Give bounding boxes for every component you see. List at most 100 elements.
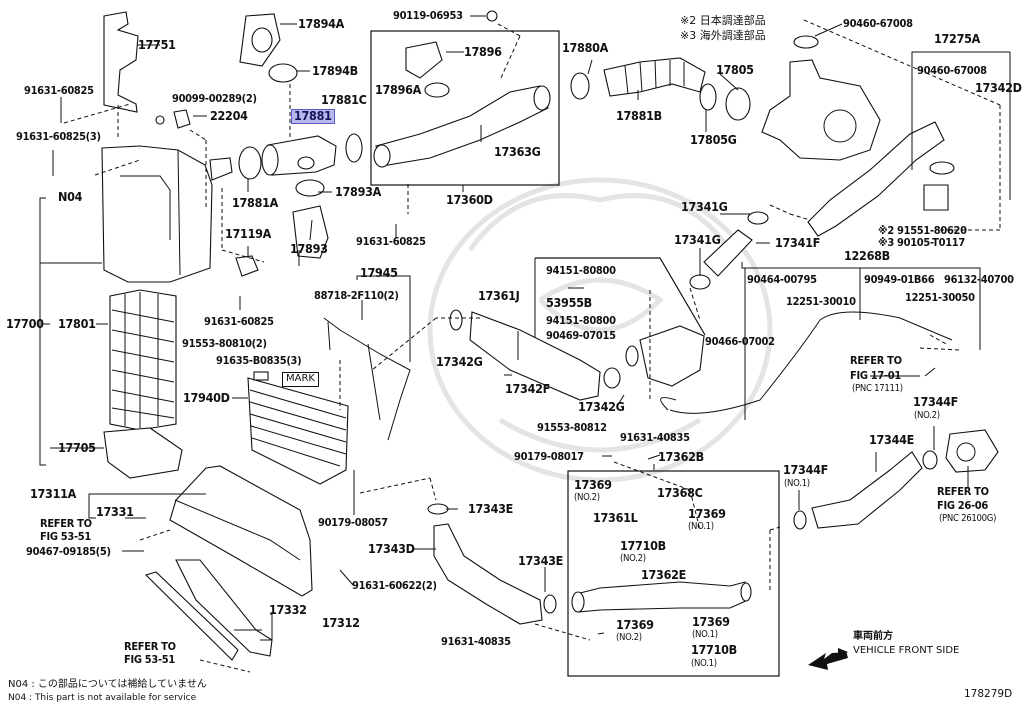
- label-17369-d[interactable]: 17369: [692, 614, 730, 629]
- label-17311A[interactable]: 17311A: [30, 486, 77, 501]
- label-17893[interactable]: 17893: [290, 241, 328, 256]
- label-90467-09185[interactable]: 90467-09185(5): [26, 545, 111, 558]
- label-17361J[interactable]: 17361J: [478, 288, 520, 303]
- label-17710B-a-sub: (NO.2): [620, 553, 646, 564]
- label-17331[interactable]: 17331: [96, 504, 134, 519]
- label-96132-40700[interactable]: 96132-40700: [944, 273, 1014, 286]
- label-22204[interactable]: 22204: [210, 108, 248, 123]
- ref-fig-17-01-line2[interactable]: FIG 17-01: [850, 369, 901, 382]
- label-17341G-b[interactable]: 17341G: [674, 232, 721, 247]
- label-17312[interactable]: 17312: [322, 615, 360, 630]
- label-12251-30050[interactable]: 12251-30050: [905, 291, 975, 304]
- label-91635-B0835[interactable]: 91635-B0835(3): [216, 354, 302, 367]
- ref-fig-53-51-b-line2[interactable]: FIG 53-51: [124, 653, 175, 666]
- label-17361L[interactable]: 17361L: [593, 510, 638, 525]
- label-91631-60622[interactable]: 91631-60622(2): [352, 579, 437, 592]
- label-17893A[interactable]: 17893A: [335, 184, 382, 199]
- label-90460-67008-b[interactable]: 90460-67008: [917, 64, 987, 77]
- ref-fig-26-06-line1[interactable]: REFER TO: [937, 485, 989, 498]
- label-88718-2F110[interactable]: 88718-2F110(2): [314, 289, 399, 302]
- label-94151-80800-b[interactable]: 94151-80800: [546, 314, 616, 327]
- label-17360D[interactable]: 17360D: [446, 192, 493, 207]
- label-17805G[interactable]: 17805G: [690, 132, 737, 147]
- label-17894A[interactable]: 17894A: [298, 16, 345, 31]
- label-17344F-a[interactable]: 17344F: [783, 462, 829, 477]
- label-91631-40835-a[interactable]: 91631-40835: [620, 431, 690, 444]
- label-90469-07015[interactable]: 90469-07015: [546, 329, 616, 342]
- part-17805G-clamp: [699, 83, 717, 111]
- label-17119A[interactable]: 17119A: [225, 226, 272, 241]
- label-17710B-b[interactable]: 17710B: [691, 642, 737, 657]
- label-17945[interactable]: 17945: [360, 265, 398, 280]
- label-17896A[interactable]: 17896A: [375, 82, 422, 97]
- label-17343E-b[interactable]: 17343E: [518, 553, 564, 568]
- label-90179-08017[interactable]: 90179-08017: [514, 450, 584, 463]
- ref-fig-26-06-line3[interactable]: (PNC 26100G): [939, 513, 997, 524]
- label-17896[interactable]: 17896: [464, 44, 502, 59]
- part-17801-air-filter: [109, 289, 177, 431]
- label-17894B[interactable]: 17894B: [312, 63, 358, 78]
- label-17940D[interactable]: 17940D: [183, 390, 230, 405]
- label-90099-00289[interactable]: 90099-00289(2): [172, 92, 257, 105]
- label-17332[interactable]: 17332: [269, 602, 307, 617]
- label-17700[interactable]: 17700: [6, 316, 44, 331]
- label-91631-60825-c[interactable]: 91631-60825: [204, 315, 274, 328]
- label-90119-06953[interactable]: 90119-06953: [393, 9, 463, 22]
- label-91631-60825-a[interactable]: 91631-60825: [24, 84, 94, 97]
- label-17342D[interactable]: 17342D: [975, 80, 1022, 95]
- label-17369-c[interactable]: 17369: [616, 617, 654, 632]
- label-53955B[interactable]: 53955B: [546, 295, 592, 310]
- ref-fig-17-01-line3[interactable]: (PNC 17111): [852, 383, 903, 394]
- label-17805[interactable]: 17805: [716, 62, 754, 77]
- label-17343E-a[interactable]: 17343E: [468, 501, 514, 516]
- label-90105-T0117[interactable]: ※3 90105-T0117: [878, 236, 965, 249]
- label-17881A[interactable]: 17881A: [232, 195, 279, 210]
- label-17368C[interactable]: 17368C: [657, 485, 703, 500]
- label-17362B[interactable]: 17362B: [658, 449, 704, 464]
- label-91553-80812[interactable]: 91553-80812: [537, 421, 607, 434]
- label-91631-60825-b[interactable]: 91631-60825: [356, 235, 426, 248]
- label-17342F[interactable]: 17342F: [505, 381, 551, 396]
- label-90949-01B66[interactable]: 90949-01B66: [864, 273, 935, 286]
- label-17881C[interactable]: 17881C: [321, 92, 367, 107]
- label-12251-30010[interactable]: 12251-30010: [786, 295, 856, 308]
- label-90464-00795[interactable]: 90464-00795: [747, 273, 817, 286]
- label-12268B[interactable]: 12268B: [844, 248, 890, 263]
- label-17710B-a[interactable]: 17710B: [620, 538, 666, 553]
- label-17344F-b[interactable]: 17344F: [913, 394, 959, 409]
- label-91631-60825-3[interactable]: 91631-60825(3): [16, 130, 101, 143]
- ref-fig-53-51-b-line1[interactable]: REFER TO: [124, 640, 176, 653]
- label-91631-40835-b[interactable]: 91631-40835: [441, 635, 511, 648]
- label-17342G-a[interactable]: 17342G: [436, 354, 483, 369]
- label-91553-80810[interactable]: 91553-80810(2): [182, 337, 267, 350]
- ref-fig-26-06-line2[interactable]: FIG 26-06: [937, 499, 988, 512]
- label-17344F-b-sub: (NO.2): [914, 410, 940, 421]
- label-90179-08057[interactable]: 90179-08057: [318, 516, 388, 529]
- label-17343D[interactable]: 17343D: [368, 541, 415, 556]
- label-17369-a[interactable]: 17369: [574, 477, 612, 492]
- label-94151-80800-a[interactable]: 94151-80800: [546, 264, 616, 277]
- label-17880A[interactable]: 17880A: [562, 40, 609, 55]
- arrow-icon: [808, 651, 848, 670]
- label-17705[interactable]: 17705: [58, 440, 96, 455]
- ref-fig-53-51-a-line1[interactable]: REFER TO: [40, 517, 92, 530]
- label-90466-07002[interactable]: 90466-07002: [705, 335, 775, 348]
- label-17341G-a[interactable]: 17341G: [681, 199, 728, 214]
- ref-fig-53-51-a-line2[interactable]: FIG 53-51: [40, 530, 91, 543]
- label-17275A[interactable]: 17275A: [934, 31, 981, 46]
- ref-fig-17-01-line1[interactable]: REFER TO: [850, 354, 902, 367]
- label-N04[interactable]: N04: [58, 189, 83, 204]
- label-91551-80620[interactable]: ※2 91551-80620: [878, 224, 967, 237]
- label-17751[interactable]: 17751: [138, 37, 176, 52]
- label-17344E[interactable]: 17344E: [869, 432, 915, 447]
- label-17369-b[interactable]: 17369: [688, 506, 726, 521]
- label-17881-highlighted[interactable]: 17881: [291, 108, 335, 124]
- label-17801[interactable]: 17801: [58, 316, 96, 331]
- label-90460-67008-a[interactable]: 90460-67008: [843, 17, 913, 30]
- label-17881B[interactable]: 17881B: [616, 108, 662, 123]
- label-17362E[interactable]: 17362E: [641, 567, 687, 582]
- label-17341F[interactable]: 17341F: [775, 235, 821, 250]
- label-17342G-b[interactable]: 17342G: [578, 399, 625, 414]
- part-17344E-hose: [811, 451, 923, 529]
- label-17363G[interactable]: 17363G: [494, 144, 541, 159]
